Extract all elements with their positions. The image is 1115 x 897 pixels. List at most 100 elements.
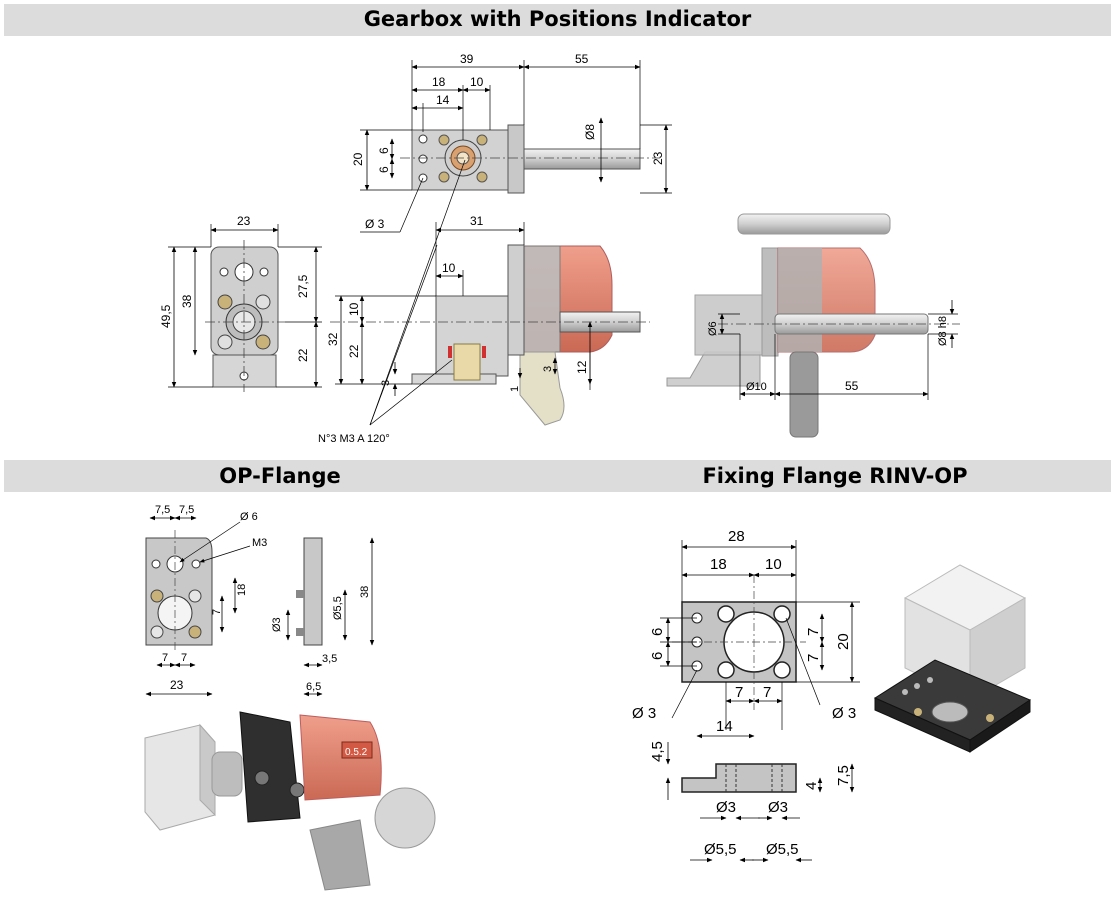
counter-housing-3d bbox=[299, 714, 382, 801]
op-flange-drawing: 7,5 7,5 Ø 6 M3 18 7 7 7 23 38 Ø5,5 Ø3 3,… bbox=[145, 504, 375, 697]
gearbox-side-view: 31 10 32 10 22 3 1 3 12 N°3 M3 A 120° bbox=[318, 159, 650, 445]
dim-55: 55 bbox=[845, 379, 859, 393]
corner-hole bbox=[773, 661, 791, 679]
side-boss bbox=[296, 628, 304, 636]
dim-7-5a: 7,5 bbox=[155, 504, 170, 516]
flange-bolt bbox=[254, 770, 270, 786]
dim-phi5-5: Ø5,5 bbox=[332, 596, 344, 620]
dim-55: 55 bbox=[575, 52, 589, 66]
mounting-hole bbox=[418, 134, 428, 144]
mounting-hole bbox=[418, 154, 428, 164]
op-flange-plate-3d bbox=[239, 711, 301, 823]
plate-front-3d bbox=[969, 699, 1031, 753]
dim-6b: 6 bbox=[377, 166, 391, 173]
dim-6b: 6 bbox=[649, 652, 666, 660]
gearbox-flange-top bbox=[507, 124, 525, 194]
dim-phi3-left: Ø 3 bbox=[632, 705, 656, 722]
dim-6-5: 6,5 bbox=[306, 681, 321, 693]
dim-18: 18 bbox=[236, 584, 248, 596]
brass-insert bbox=[150, 625, 164, 639]
plate-bore-3d bbox=[931, 701, 969, 723]
brass-insert bbox=[255, 334, 271, 350]
gearbox-front-view: 23 49,5 38 27,5 22 bbox=[159, 214, 322, 392]
plate-hole-3d bbox=[914, 683, 920, 689]
dim-7-5b: 7,5 bbox=[179, 504, 194, 516]
mounting-hole bbox=[151, 559, 161, 569]
corner-hole bbox=[717, 661, 735, 679]
leader-line bbox=[179, 521, 241, 563]
side-flange bbox=[507, 244, 525, 356]
gearbox-section-title: Gearbox with Positions Indicator bbox=[363, 7, 752, 31]
dim-7b: 7 bbox=[181, 652, 187, 664]
dim-18: 18 bbox=[710, 556, 727, 573]
brass-insert bbox=[217, 334, 233, 350]
counter-grey-front bbox=[521, 245, 561, 353]
dim-7-5: 7,5 bbox=[835, 765, 852, 786]
brass-insert bbox=[438, 134, 450, 146]
dim-14: 14 bbox=[716, 718, 733, 735]
side-flange-3d bbox=[761, 247, 779, 357]
leader-line bbox=[671, 669, 698, 719]
dim-20: 20 bbox=[835, 633, 852, 650]
dim-38: 38 bbox=[180, 294, 194, 308]
dim-1: 1 bbox=[509, 386, 521, 392]
dim-4-5: 4,5 bbox=[649, 741, 666, 762]
brass-insert bbox=[150, 589, 164, 603]
gearbox-title-band bbox=[4, 4, 1111, 36]
brass-insert-3d bbox=[914, 708, 922, 716]
handwheel-3d bbox=[374, 787, 436, 849]
brass-section bbox=[453, 343, 481, 381]
dim-22v: 22 bbox=[347, 344, 361, 358]
dim-28: 28 bbox=[728, 528, 745, 545]
brass-insert bbox=[476, 171, 488, 183]
leader-line bbox=[785, 617, 821, 706]
mounting-hole bbox=[219, 267, 229, 277]
dim-3-5: 3,5 bbox=[322, 653, 337, 665]
dim-14: 14 bbox=[436, 93, 450, 107]
dim-phi10: Ø10 bbox=[746, 381, 767, 393]
dim-7c: 7 bbox=[735, 684, 743, 701]
dim-20: 20 bbox=[351, 152, 365, 166]
top-shaft-3d bbox=[737, 213, 891, 235]
gearbox-body-3d bbox=[694, 294, 766, 356]
thread-note: N°3 M3 A 120° bbox=[318, 433, 390, 445]
gearbox-block-shadow bbox=[199, 723, 216, 817]
dim-7d: 7 bbox=[763, 684, 771, 701]
dim-phi8h8: Ø8 h8 bbox=[937, 316, 949, 346]
fixing-flange-3d bbox=[873, 564, 1032, 753]
dim-6a: 6 bbox=[377, 147, 391, 154]
dim-7a: 7 bbox=[805, 628, 822, 636]
dim-phi6: Ø6 bbox=[707, 321, 719, 336]
dim-7a: 7 bbox=[162, 652, 168, 664]
connector-3d bbox=[211, 751, 243, 797]
op-flange-section-title: OP-Flange bbox=[219, 464, 341, 488]
dim-10: 10 bbox=[470, 75, 484, 89]
brass-insert bbox=[255, 294, 271, 310]
dim-phi3-b: Ø3 bbox=[768, 799, 788, 816]
dim-phi6: Ø 6 bbox=[240, 511, 258, 523]
dim-39: 39 bbox=[460, 52, 474, 66]
brass-insert bbox=[476, 134, 488, 146]
leader-line bbox=[399, 177, 424, 233]
dim-10: 10 bbox=[442, 261, 456, 275]
op-flange-side bbox=[303, 537, 323, 646]
flange-bolt bbox=[289, 782, 305, 798]
leader-line bbox=[369, 159, 466, 426]
flange-title-band bbox=[4, 460, 1111, 492]
dim-phi5-5-a: Ø5,5 bbox=[704, 841, 737, 858]
counter-grey-3d bbox=[778, 248, 822, 352]
dim-m3: M3 bbox=[252, 537, 267, 549]
corner-hole bbox=[717, 605, 735, 623]
fixing-flange-side bbox=[681, 763, 797, 793]
knob bbox=[519, 351, 565, 426]
knob-3d bbox=[309, 819, 371, 891]
dim-phi3-right: Ø 3 bbox=[832, 705, 856, 722]
leader-line bbox=[369, 244, 438, 426]
counter-digits: 0.5.2 bbox=[345, 747, 368, 758]
op-flange-3d-assembly: 0.5.2 bbox=[144, 711, 436, 891]
dim-phi5-5-b: Ø5,5 bbox=[766, 841, 799, 858]
side-boss bbox=[296, 590, 304, 598]
dim-7b: 7 bbox=[805, 654, 822, 662]
corner-hole bbox=[773, 605, 791, 623]
